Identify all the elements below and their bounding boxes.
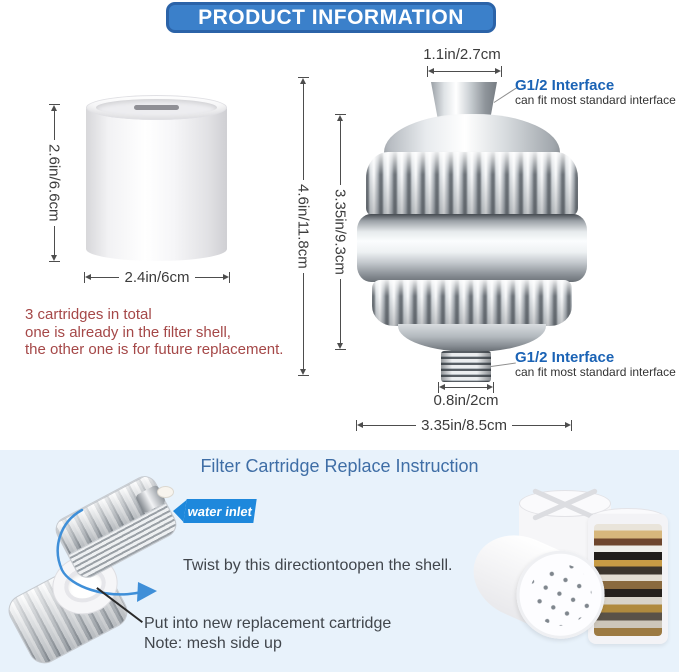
dim-arrow <box>357 422 363 428</box>
interface-bottom-callout: G1/2 Interface can fit most standard int… <box>515 349 676 380</box>
filter-total-height-label: 4.6in/11.8cm <box>294 184 312 269</box>
dim-line <box>445 386 487 388</box>
dim-line <box>302 84 304 181</box>
filter-top-width-dimension <box>427 64 502 78</box>
dim-line <box>339 121 341 186</box>
interface-top-subtitle: can fit most standard interface <box>515 93 676 108</box>
cartridge-width-dimension: 2.4in/6cm <box>84 268 231 286</box>
dim-arrow <box>428 68 434 74</box>
dim-arrow <box>337 343 343 350</box>
dim-arrow <box>495 68 501 74</box>
cartridge-top-opening <box>86 95 227 120</box>
replace-instruction-line1: Put into new replacement cartridge <box>144 615 392 632</box>
dim-tick <box>84 271 85 283</box>
cartridge-note-line: the other one is for future replacement. <box>25 341 284 358</box>
dim-arrow <box>487 384 493 390</box>
dim-tick <box>229 271 231 283</box>
water-inlet-tip <box>157 486 174 498</box>
twist-instruction-text: Twist by this directiontoopen the shell. <box>183 557 453 574</box>
dim-tick <box>427 65 428 77</box>
filter-upper-fluted-ring <box>366 152 578 216</box>
filter-body-height-dimension: 3.35in/9.3cm <box>331 114 349 351</box>
dim-tick <box>571 419 573 431</box>
interface-bottom-title: G1/2 Interface <box>515 349 615 366</box>
dim-tick <box>501 65 502 77</box>
interface-bottom-pointer-line <box>490 362 516 367</box>
dim-arrow <box>337 115 343 121</box>
filter-body-width-dimension: 3.35in/8.5cm <box>356 416 573 434</box>
filter-body-height-label: 3.35in/9.3cm <box>331 189 349 275</box>
page-title: PRODUCT INFORMATION <box>166 2 496 33</box>
cartridge-front-image <box>460 520 619 653</box>
page-title-label: PRODUCT INFORMATION <box>198 5 464 29</box>
dim-arrow <box>565 422 572 428</box>
filter-lower-fluted-ring <box>372 280 572 326</box>
cartridge-height-label: 2.6in/6.6cm <box>45 144 63 222</box>
disassembled-filter-figure <box>2 471 195 672</box>
dim-line <box>339 278 341 344</box>
cartridge-width-label: 2.4in/6cm <box>124 268 190 286</box>
dim-tick <box>493 381 494 393</box>
dim-tick <box>48 261 60 263</box>
dim-arrow <box>85 274 91 280</box>
dim-arrow <box>223 274 230 280</box>
filter-top-connector <box>431 82 497 118</box>
interface-top-callout: G1/2 Interface can fit most standard int… <box>515 77 676 108</box>
cartridge-top-slot <box>133 104 180 110</box>
replace-instruction-text: Put into new replacement cartridge Note:… <box>144 614 391 654</box>
dim-tick <box>438 381 439 393</box>
dim-tick <box>334 349 346 351</box>
filter-thread-width-label: 0.8in/2cm <box>433 392 499 409</box>
dim-arrow <box>300 369 306 375</box>
water-inlet-label: water inlet <box>186 503 254 519</box>
filter-middle-band <box>357 214 587 282</box>
dim-arrow <box>51 105 57 111</box>
dim-tick <box>356 419 357 431</box>
dim-arrow <box>300 78 306 84</box>
cartridge-note-line: one is already in the filter shell, <box>25 323 231 341</box>
dim-tick <box>297 375 309 376</box>
dim-line <box>91 276 120 278</box>
dim-line <box>434 70 495 72</box>
dim-line <box>302 272 304 369</box>
water-inlet-arrow-badge: water inlet <box>183 499 257 523</box>
interface-top-title: G1/2 Interface <box>515 77 615 94</box>
filter-thread-width-dimension <box>438 380 494 394</box>
dim-tick <box>297 77 309 78</box>
filter-bottom-dome <box>398 324 546 352</box>
dim-line <box>363 424 417 426</box>
filter-body-width-label: 3.35in/8.5cm <box>421 416 507 434</box>
replacement-cartridge-image <box>86 107 227 261</box>
cartridge-height-dimension: 2.6in/6.6cm <box>45 104 63 263</box>
filter-total-height-dimension: 4.6in/11.8cm <box>294 77 312 376</box>
dim-line <box>511 424 566 426</box>
mesh-holes-pattern <box>519 553 602 636</box>
cartridge-note: 3 cartridges in total one is already in … <box>25 306 283 359</box>
dim-arrow <box>439 384 445 390</box>
filter-bottom-thread <box>441 351 491 382</box>
dim-tick <box>334 114 346 115</box>
replace-instruction-line2: Note: mesh side up <box>144 635 282 652</box>
twist-direction-arrow <box>56 508 157 602</box>
dim-line <box>194 276 224 278</box>
cutaway-filter-media-layers <box>594 524 662 636</box>
interface-top-pointer-line <box>493 87 517 103</box>
filter-top-width-label: 1.1in/2.7cm <box>423 46 501 63</box>
cartridge-note-line: 3 cartridges in total <box>25 306 152 323</box>
instruction-heading: Filter Cartridge Replace Instruction <box>200 456 479 476</box>
interface-bottom-subtitle: can fit most standard interface <box>515 365 676 380</box>
dim-line <box>53 111 55 141</box>
dim-line <box>53 225 55 256</box>
dim-arrow <box>51 255 57 262</box>
dim-tick <box>48 104 60 105</box>
